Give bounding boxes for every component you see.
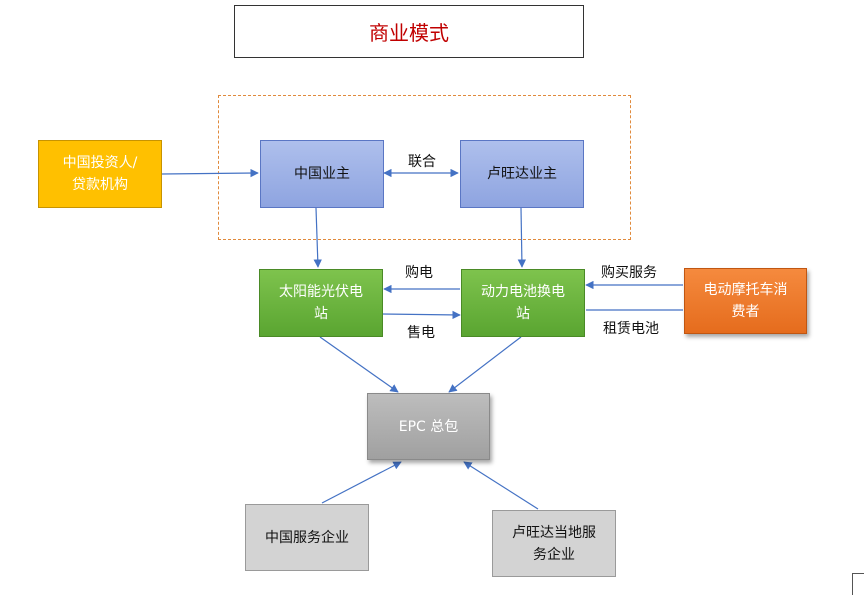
edge-china-owner-to-solar [313, 207, 322, 268]
node-china-service: 中国服务企业 [245, 504, 369, 571]
diagram-title: 商业模式 [369, 21, 449, 45]
node-solar-line1: 太阳能光伏电 [279, 284, 363, 300]
node-battery-station: 动力电池换电 站 [461, 269, 585, 337]
edge-rwanda-service-to-epc [463, 461, 539, 510]
node-rwanda-owner-label: 卢旺达业主 [487, 166, 557, 182]
edge-investor-to-china-owner [161, 168, 259, 178]
owners-group-box [218, 95, 631, 240]
title-box: 商业模式 [234, 5, 584, 58]
label-rent-battery: 租赁电池 [603, 321, 659, 337]
edge-rwanda-owner-to-battery [517, 207, 527, 268]
label-sell-power: 售电 [407, 325, 435, 341]
node-epc: EPC 总包 [367, 393, 490, 460]
node-rwanda-service: 卢旺达当地服 务企业 [492, 510, 616, 577]
node-solar-line2: 站 [314, 306, 328, 322]
node-rwanda-service-line1: 卢旺达当地服 [512, 524, 596, 541]
node-consumer: 电动摩托车消 费者 [684, 268, 807, 334]
node-china-service-label: 中国服务企业 [265, 529, 349, 546]
label-alliance: 联合 [408, 154, 436, 170]
edge-battery-to-epc [448, 336, 522, 393]
node-consumer-line2: 费者 [731, 304, 760, 320]
page-corner-mark [852, 573, 864, 595]
node-investor-line1: 中国投资人/ [62, 155, 138, 171]
node-consumer-line1: 电动摩托车消 [703, 282, 788, 298]
label-buy-power: 购电 [405, 265, 433, 281]
node-china-owner: 中国业主 [260, 140, 384, 208]
node-solar-station: 太阳能光伏电 站 [259, 269, 383, 337]
node-investor: 中国投资人/ 贷款机构 [38, 140, 162, 208]
edge-china-service-to-epc [321, 461, 402, 504]
node-rwanda-owner: 卢旺达业主 [460, 140, 584, 208]
edge-solar-to-battery-sell [381, 310, 461, 320]
edge-solar-to-epc [319, 336, 399, 393]
node-investor-line2: 贷款机构 [72, 177, 128, 193]
node-battery-line1: 动力电池换电 [481, 284, 565, 300]
node-battery-line2: 站 [516, 306, 530, 322]
node-rwanda-service-line2: 务企业 [533, 546, 575, 563]
node-china-owner-label: 中国业主 [294, 166, 350, 182]
node-epc-label: EPC 总包 [398, 418, 459, 435]
label-buy-service: 购买服务 [601, 265, 657, 281]
